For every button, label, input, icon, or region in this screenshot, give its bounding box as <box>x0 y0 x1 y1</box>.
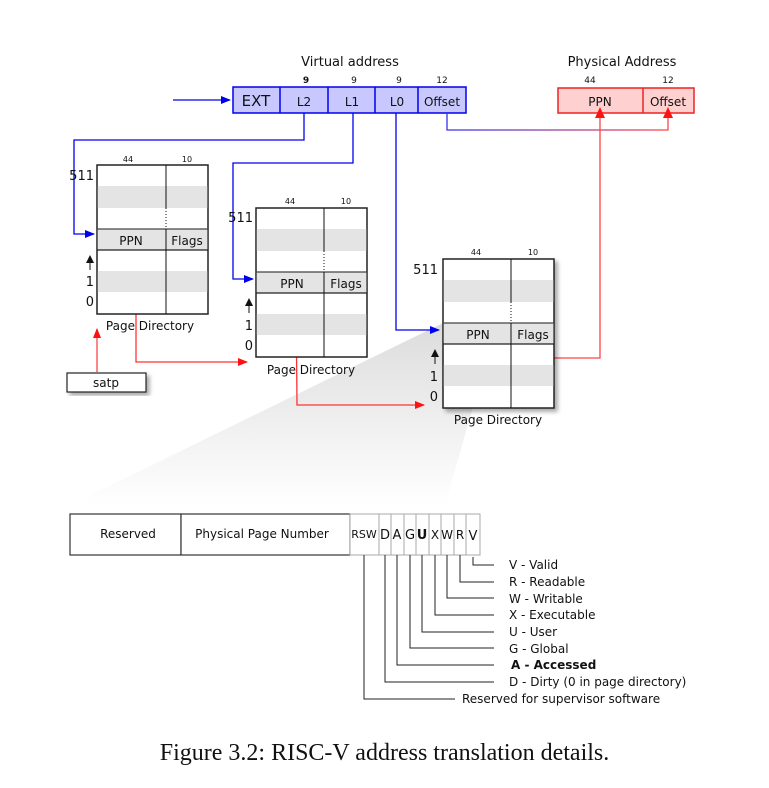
pa-bits-offset: 12 <box>662 76 673 86</box>
pte-field-ppn: Physical Page Number <box>195 527 329 541</box>
va-bits-l0: 9 <box>396 76 402 86</box>
dir3-ppn-label: PPN <box>466 328 489 342</box>
pa-bits-ppn: 44 <box>584 76 596 86</box>
l2-index-arrow <box>73 113 305 238</box>
dir3-index-511: 511 <box>413 263 438 278</box>
physical-address-title: Physical Address <box>568 55 677 70</box>
dir1-flags-label: Flags <box>171 234 202 248</box>
legend-dirty: D - Dirty (0 in page directory) <box>509 675 686 689</box>
dir1-index-1: 1 <box>86 275 94 290</box>
satp-register: satp <box>66 372 147 393</box>
dir3-bits-ppn: 44 <box>471 248 481 257</box>
dir2-bits-flags: 10 <box>341 197 351 206</box>
va-field-l2: L2 <box>297 95 311 109</box>
offset-copy-line <box>446 113 669 131</box>
va-field-l0: L0 <box>390 95 404 109</box>
page-directory-2: 44 10 PPN Flags 511 1 0 Page Directory <box>228 197 368 377</box>
l0-index-arrow <box>395 113 440 334</box>
va-bits-l2: 9 <box>303 76 309 86</box>
legend-rsw: Reserved for supervisor software <box>462 692 660 706</box>
dir3-flags-label: Flags <box>517 328 548 342</box>
dir1-label: Page Directory <box>106 319 194 333</box>
legend-accessed: A - Accessed <box>511 658 596 672</box>
pte-format: 63 53 10 9 8 7 6 5 4 3 2 1 0 Reserved Ph… <box>69 513 686 706</box>
dir2-flags-label: Flags <box>330 277 361 291</box>
figure-caption: Figure 3.2: RISC-V address translation d… <box>159 740 610 766</box>
pte-field-a: A <box>393 528 402 543</box>
va-field-l1: L1 <box>345 95 359 109</box>
pa-box <box>557 87 695 114</box>
dir2-ppn-label: PPN <box>280 277 303 291</box>
legend-valid: V - Valid <box>509 558 558 572</box>
dir3-label: Page Directory <box>454 413 542 427</box>
physical-address: Physical Address 44 12 PPN Offset <box>557 55 695 114</box>
virtual-address-title: Virtual address <box>301 55 399 70</box>
pte-field-d: D <box>380 528 390 543</box>
virtual-address: Virtual address 9 9 9 12 EXT L2 L1 L0 Of… <box>173 55 467 114</box>
dir2-label: Page Directory <box>267 363 355 377</box>
ppn-arrowhead <box>595 107 605 118</box>
zoom-wedge <box>70 323 475 505</box>
pte-leader-lines <box>363 555 494 700</box>
va-bits-offset: 12 <box>436 76 447 86</box>
pte-field-rsw: RSW <box>351 528 377 541</box>
dir3-index-0: 0 <box>430 390 438 405</box>
pte-field-x: X <box>431 528 439 542</box>
dir1-bits-ppn: 44 <box>123 155 133 164</box>
satp-label: satp <box>93 376 119 390</box>
dir1-bits-flags: 10 <box>182 155 192 164</box>
dir2-index-511: 511 <box>228 211 253 226</box>
legend-executable: X - Executable <box>509 608 595 622</box>
l1-index-arrow <box>232 113 354 283</box>
legend-user: U - User <box>509 625 557 639</box>
offset-arrowhead <box>663 107 673 118</box>
dir1-index-511: 511 <box>69 169 94 184</box>
dir3-bits-flags: 10 <box>528 248 538 257</box>
page-directory-1: 44 10 PPN Flags 511 1 0 Page Directory <box>69 155 209 333</box>
dir1-index-0: 0 <box>86 295 94 310</box>
va-field-offset: Offset <box>424 95 460 109</box>
dir1-ppn-label: PPN <box>119 234 142 248</box>
dir2-bits-ppn: 44 <box>285 197 295 206</box>
va-box <box>232 86 467 114</box>
pte-field-u: U <box>417 528 428 543</box>
pa-field-ppn: PPN <box>588 95 611 109</box>
pte-field-r: R <box>456 528 464 542</box>
va-field-ext: EXT <box>242 92 271 110</box>
pa-field-offset: Offset <box>650 95 686 109</box>
va-bits-l1: 9 <box>351 76 357 86</box>
dir3-index-1: 1 <box>430 370 438 385</box>
pte-field-w: W <box>441 528 453 542</box>
pte-field-reserved: Reserved <box>100 527 156 541</box>
pte-field-g: G <box>405 528 415 543</box>
legend-writable: W - Writable <box>509 592 583 606</box>
pte-field-v: V <box>469 529 478 544</box>
legend-global: G - Global <box>509 642 569 656</box>
dir2-index-0: 0 <box>245 339 253 354</box>
page-directory-3: 44 10 PPN Flags 511 1 0 Page Directory <box>413 248 555 427</box>
legend-readable: R - Readable <box>509 575 585 589</box>
dir2-index-1: 1 <box>245 319 253 334</box>
